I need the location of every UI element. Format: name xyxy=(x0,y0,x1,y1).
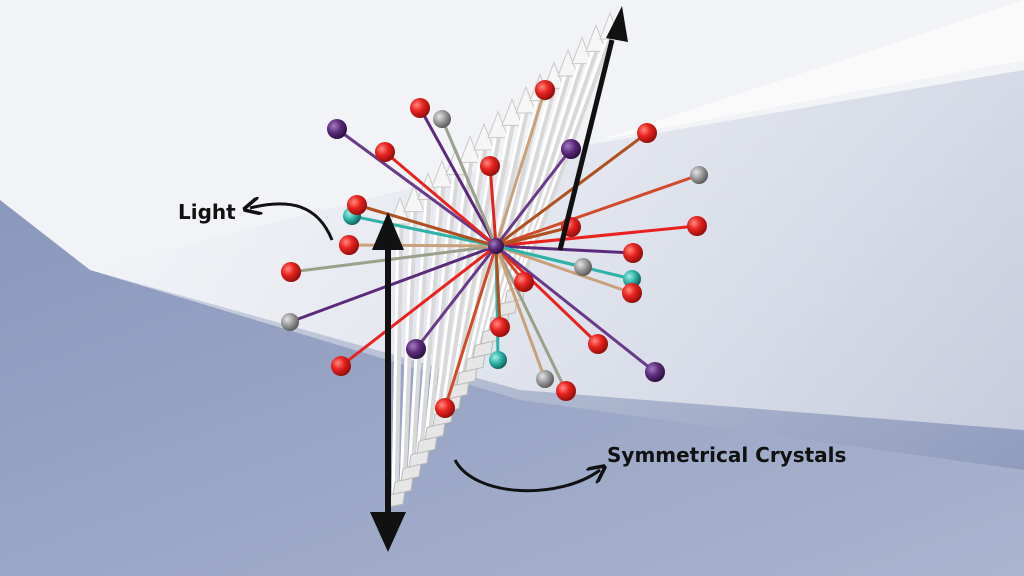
atom xyxy=(331,356,351,376)
bond xyxy=(495,244,633,295)
crystal-rod xyxy=(407,195,432,473)
bond xyxy=(495,173,700,248)
atom xyxy=(690,166,708,184)
atom xyxy=(535,80,555,100)
bond xyxy=(494,245,502,328)
atom xyxy=(281,262,301,282)
symmetrical-crystals-label: Symmetrical Crystals xyxy=(607,443,847,467)
bond xyxy=(351,214,497,248)
bond xyxy=(494,245,568,392)
atom xyxy=(347,195,367,215)
bond xyxy=(384,150,497,248)
atom xyxy=(574,258,592,276)
atom xyxy=(375,142,395,162)
atom xyxy=(406,339,426,359)
molecule-atoms xyxy=(281,80,708,418)
bond xyxy=(443,245,498,409)
polarization-arrow xyxy=(370,212,406,552)
bond xyxy=(495,225,572,248)
atom xyxy=(645,362,665,382)
bond xyxy=(495,224,698,248)
crystal-rod-highlight xyxy=(391,219,400,501)
background-highlight xyxy=(600,0,1024,140)
atom xyxy=(480,156,500,176)
crystal-rod-highlight xyxy=(439,145,484,419)
atom xyxy=(327,119,347,139)
atom xyxy=(687,216,707,236)
crystal-rod-highlight xyxy=(431,158,470,432)
bond xyxy=(494,245,547,380)
bond xyxy=(495,244,584,269)
background-lower-plane xyxy=(0,200,1024,576)
bond xyxy=(440,118,498,247)
atom xyxy=(622,283,642,303)
crystal-rod xyxy=(391,219,404,501)
bond xyxy=(356,203,497,248)
light-curved-arrow xyxy=(250,204,334,241)
atom xyxy=(623,270,641,288)
bond xyxy=(494,148,573,247)
crystal-rod xyxy=(439,145,488,419)
crystals-curved-arrow xyxy=(453,459,600,493)
tilted-arrow xyxy=(557,6,628,251)
bond xyxy=(336,127,497,248)
bond xyxy=(414,245,498,350)
crystal-rod-highlight xyxy=(447,133,498,405)
atom xyxy=(281,313,299,331)
atom xyxy=(556,381,576,401)
bond xyxy=(494,244,600,346)
bond xyxy=(494,89,547,247)
crystal-rod xyxy=(511,33,614,297)
crystal-rod xyxy=(423,170,460,446)
bond xyxy=(340,244,497,368)
bond xyxy=(348,243,497,248)
atom xyxy=(514,272,534,292)
atom xyxy=(623,243,643,263)
atom xyxy=(490,317,510,337)
atom xyxy=(536,370,554,388)
atom xyxy=(339,235,359,255)
atom xyxy=(489,351,507,369)
bond xyxy=(495,244,634,255)
atom xyxy=(588,334,608,354)
central-atom xyxy=(488,238,504,254)
crystal-rod-highlight xyxy=(407,195,428,473)
atom xyxy=(435,398,455,418)
atom xyxy=(561,139,581,159)
bond xyxy=(488,165,498,247)
bond xyxy=(495,131,648,248)
atom xyxy=(433,110,451,128)
bond xyxy=(289,244,497,324)
bond xyxy=(495,244,656,374)
atom xyxy=(637,123,657,143)
crystal-rod-highlight xyxy=(423,170,456,446)
crystal-rod-highlight xyxy=(479,83,554,351)
light-label: Light xyxy=(178,200,236,224)
bond xyxy=(418,107,498,247)
crystal-rod-highlight xyxy=(471,96,540,364)
crystal-rod xyxy=(431,157,474,433)
bond xyxy=(290,244,497,274)
atom xyxy=(410,98,430,118)
